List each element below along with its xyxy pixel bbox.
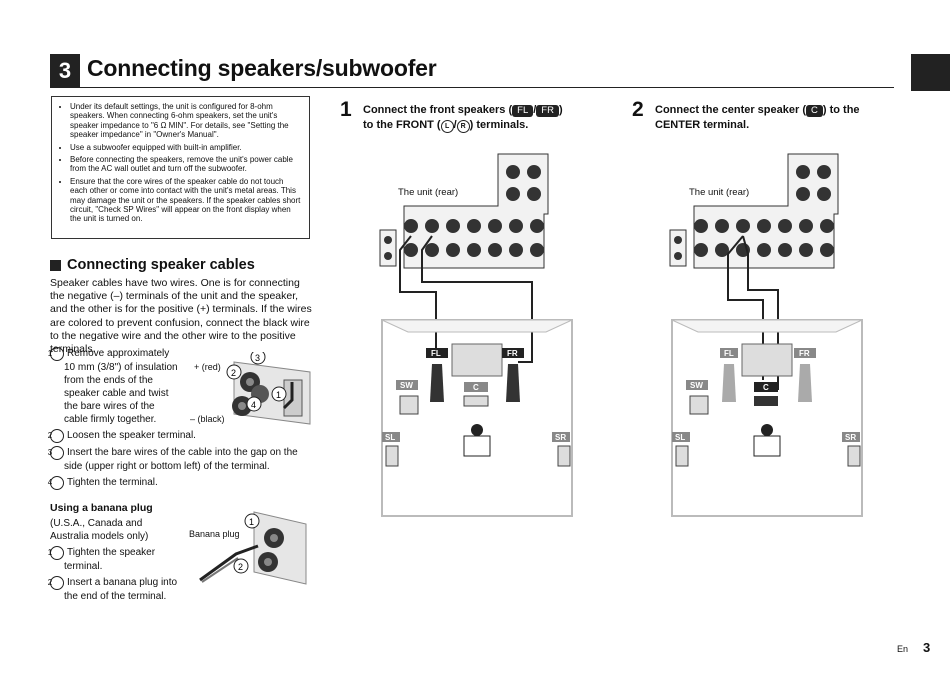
fr-label: FR	[799, 349, 810, 358]
chapter-tab	[911, 54, 950, 91]
step-1-heading: Connect the front speakers (FL/FR) to th…	[363, 104, 563, 133]
cables-intro: Speaker cables have two wires. One is fo…	[50, 277, 312, 356]
c-label: C	[473, 383, 479, 392]
svg-text:3: 3	[255, 353, 260, 363]
sl-label: SL	[675, 433, 685, 442]
fl-label: FL	[724, 349, 734, 358]
svg-text:4: 4	[251, 400, 256, 410]
unit-rear-label: The unit (rear)	[689, 187, 750, 198]
banana-illustration: 1 2	[199, 511, 307, 585]
step-2-heading: Connect the center speaker (C) to the CE…	[655, 104, 860, 131]
square-bullet-icon	[50, 259, 61, 271]
step-2-number: 2	[632, 98, 644, 121]
note-item: Under its default settings, the unit is …	[70, 102, 303, 140]
cables-heading-text: Connecting speaker cables	[67, 257, 255, 273]
section-number: 3	[50, 54, 80, 88]
center-speaker-diagram: FL FR SW C SL SR	[669, 153, 863, 517]
sw-label: SW	[690, 381, 703, 390]
svg-text:1: 1	[249, 517, 254, 527]
cables-heading: Connecting speaker cables	[50, 257, 255, 273]
black-label: – (black)	[190, 414, 225, 424]
sl-label: SL	[385, 433, 395, 442]
svg-text:2: 2	[231, 368, 236, 378]
language-label: En	[897, 644, 909, 654]
page-title: Connecting speakers/subwoofer	[87, 55, 437, 81]
svg-text:1: 1	[276, 390, 281, 400]
fl-badge: FL	[512, 105, 534, 117]
title-rule	[50, 87, 894, 88]
c-label: C	[763, 383, 769, 392]
step-1-number: 1	[340, 98, 352, 121]
page-number: 3	[923, 640, 931, 655]
fr-badge: FR	[536, 105, 559, 117]
note-item: Use a subwoofer equipped with built-in a…	[70, 143, 303, 152]
banana-title: Using a banana plug	[50, 502, 153, 514]
notes-box: Under its default settings, the unit is …	[51, 96, 310, 239]
fl-label: FL	[431, 349, 441, 358]
unit-rear-label: The unit (rear)	[398, 187, 459, 198]
banana-subtitle: (U.S.A., Canada and Australia models onl…	[50, 518, 149, 542]
front-speakers-diagram: FL FR SW C SL SR	[379, 153, 573, 517]
sr-label: SR	[555, 433, 566, 442]
banana-label: Banana plug	[189, 529, 240, 539]
note-item: Ensure that the core wires of the speake…	[70, 177, 303, 224]
c-badge: C	[806, 105, 823, 117]
svg-text:2: 2	[238, 562, 243, 572]
fr-label: FR	[507, 349, 518, 358]
red-label: + (red)	[194, 362, 221, 372]
sw-label: SW	[400, 381, 413, 390]
sr-label: SR	[845, 433, 856, 442]
note-item: Before connecting the speakers, remove t…	[70, 155, 303, 174]
terminal-illustration: 3 2 4 1	[226, 352, 311, 425]
